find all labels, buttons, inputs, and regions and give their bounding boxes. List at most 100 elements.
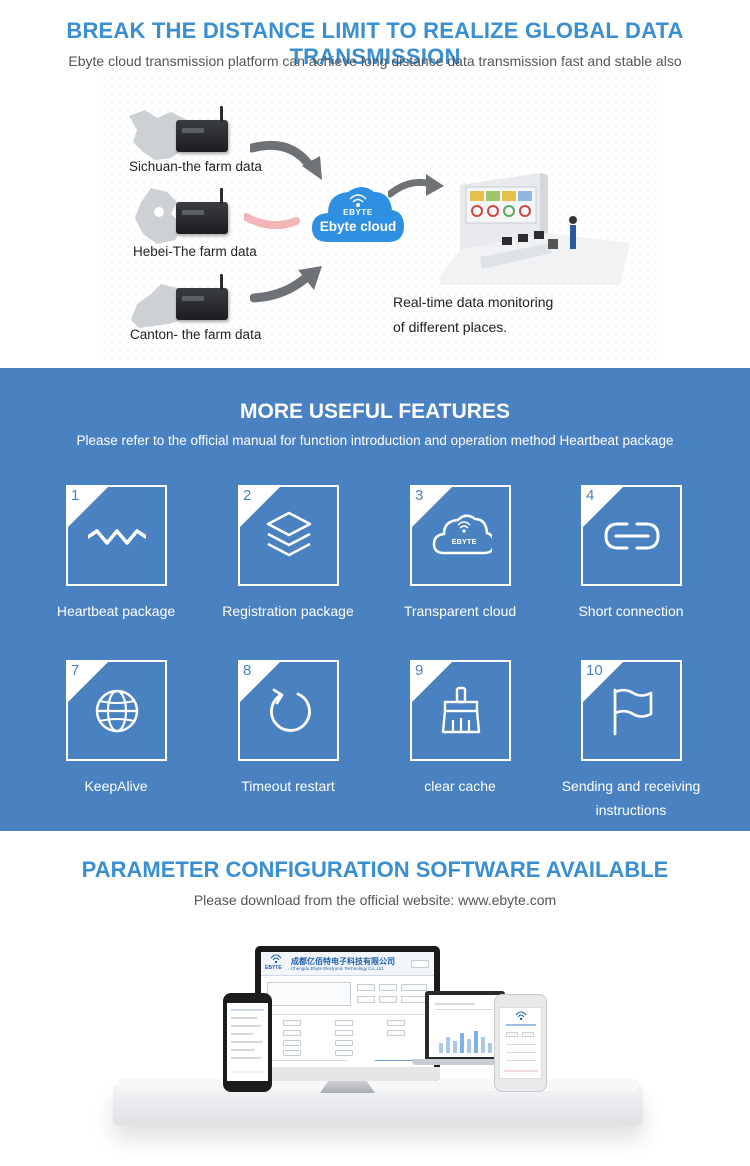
param-field: [387, 1030, 405, 1036]
phone-screen: [227, 1003, 268, 1081]
control-button: [401, 996, 427, 1003]
laptop-screen: [429, 995, 501, 1057]
software-section: PARAMETER CONFIGURATION SOFTWARE AVAILAB…: [0, 831, 750, 1166]
feature-label: Short connection: [578, 603, 684, 619]
dtu-device-image: [176, 274, 228, 320]
link-icon: [604, 522, 660, 550]
monitoring-caption-line2: of different places.: [393, 319, 508, 335]
param-field: [283, 1040, 301, 1046]
section-title: BREAK THE DISTANCE LIMIT TO REALIZE GLOB…: [66, 18, 684, 69]
feature-number: 9: [415, 662, 424, 679]
cloud-icon: [312, 187, 404, 242]
feature-tile: 7: [66, 660, 167, 761]
feature-tile: 3 EBYTE: [410, 485, 511, 586]
software-header: EBYTE 成都亿佰特电子科技有限公司 Chengdu Ebyte Electr…: [261, 952, 434, 976]
software-company-cn: 成都亿佰特电子科技有限公司: [291, 957, 395, 966]
param-field: [387, 1020, 405, 1026]
control-button: [357, 996, 375, 1003]
features-section: MORE USEFUL FEATURES Please refer to the…: [0, 368, 750, 831]
section-subtitle: Ebyte cloud transmission platform can ac…: [68, 53, 682, 69]
ebyte-logo-icon: [515, 1011, 527, 1021]
control-button: [379, 984, 397, 991]
param-field: [283, 1020, 301, 1026]
display-shelf: [113, 1085, 643, 1125]
region-label-sichuan: Sichuan-the farm data: [129, 159, 262, 174]
feature-number: 7: [71, 662, 80, 679]
feature-label: Sending and receiving instructions: [546, 774, 716, 822]
feature-tile: 4: [581, 485, 682, 586]
laptop-base: [412, 1059, 518, 1065]
control-room-image: [440, 173, 630, 285]
cloud-label: Ebyte cloud: [319, 219, 397, 234]
feature-label: Timeout restart: [241, 778, 335, 794]
restart-icon: [270, 688, 311, 732]
globe-icon: [95, 689, 139, 733]
feature-number: 4: [586, 487, 595, 504]
feature-label: clear cache: [424, 778, 496, 794]
mobile-phone-white-image: [494, 994, 547, 1092]
feature-label: KeepAlive: [84, 778, 148, 794]
param-field: [335, 1020, 353, 1026]
feature-label: Transparent cloud: [403, 603, 517, 619]
feature-number: 10: [586, 662, 603, 679]
feature-tile: 10: [581, 660, 682, 761]
arrow-icon: [250, 140, 322, 180]
brush-icon: [441, 686, 481, 734]
info-panel: [267, 982, 351, 1006]
region-label-hebei: Hebei-The farm data: [133, 244, 257, 259]
feature-number: 8: [243, 662, 252, 679]
desktop-monitor-image: EBYTE 成都亿佰特电子科技有限公司 Chengdu Ebyte Electr…: [255, 946, 440, 1081]
heartbeat-wave-icon: [88, 529, 146, 545]
arrow-icon: [250, 266, 322, 303]
param-field: [283, 1050, 301, 1056]
dtu-device-image: [176, 106, 228, 152]
flag-icon: [613, 688, 653, 736]
monitoring-caption: Real-time data monitoring of different p…: [393, 290, 553, 340]
section-subtitle: Please refer to the official manual for …: [76, 433, 674, 448]
feature-tile: 9: [410, 660, 511, 761]
phone-screen: [499, 1007, 542, 1079]
config-software-screen: EBYTE 成都亿佰特电子科技有限公司 Chengdu Ebyte Electr…: [261, 952, 434, 1067]
ebyte-cloud-badge: EBYTE Ebyte cloud: [310, 180, 406, 246]
arrow-icon: [244, 213, 300, 230]
ebyte-logo-text: EBYTE: [451, 537, 476, 546]
control-button: [379, 996, 397, 1003]
layers-icon: [266, 511, 312, 557]
section-subtitle: Please download from the official websit…: [193, 892, 557, 908]
cloud-brand-text: EBYTE: [343, 208, 373, 217]
control-button: [357, 984, 375, 991]
feature-label-line2: instructions: [595, 802, 667, 818]
feature-tile: 8: [238, 660, 339, 761]
laptop-image: [425, 991, 505, 1061]
feature-label-line1: Sending and receiving: [561, 778, 701, 794]
ebyte-cloud-icon: EBYTE: [432, 514, 492, 555]
section-title: MORE USEFUL FEATURES: [240, 400, 510, 423]
feature-number: 3: [415, 487, 424, 504]
software-brand: EBYTE: [265, 965, 282, 971]
ebyte-logo-icon: [270, 954, 282, 964]
transmission-section: BREAK THE DISTANCE LIMIT TO REALIZE GLOB…: [0, 0, 750, 368]
monitoring-caption-line1: Real-time data monitoring: [393, 294, 554, 310]
monitor-chin: [255, 1067, 440, 1081]
mobile-phone-image: [223, 993, 272, 1092]
param-field: [335, 1030, 353, 1036]
feature-label: Heartbeat package: [56, 603, 176, 619]
hebei-map-icon: [135, 188, 183, 244]
bar-graph-icon: [439, 1031, 492, 1053]
feature-tile: 2: [238, 485, 339, 586]
monitor-stand: [320, 1081, 375, 1093]
feature-number: 1: [71, 487, 80, 504]
param-field: [283, 1030, 301, 1036]
region-label-canton: Canton- the farm data: [130, 327, 262, 342]
feature-tile: 1: [66, 485, 167, 586]
feature-number: 2: [243, 487, 252, 504]
param-field: [335, 1050, 353, 1056]
feature-label: Registration package: [222, 603, 354, 619]
software-company-en: Chengdu Ebyte Electronic Technology Co.,…: [291, 966, 384, 971]
dtu-device-image: [176, 188, 228, 234]
language-button: [411, 960, 429, 968]
param-field: [335, 1040, 353, 1046]
section-title: PARAMETER CONFIGURATION SOFTWARE AVAILAB…: [81, 857, 669, 882]
control-button: [401, 984, 427, 991]
arrow-icon: [388, 174, 444, 198]
